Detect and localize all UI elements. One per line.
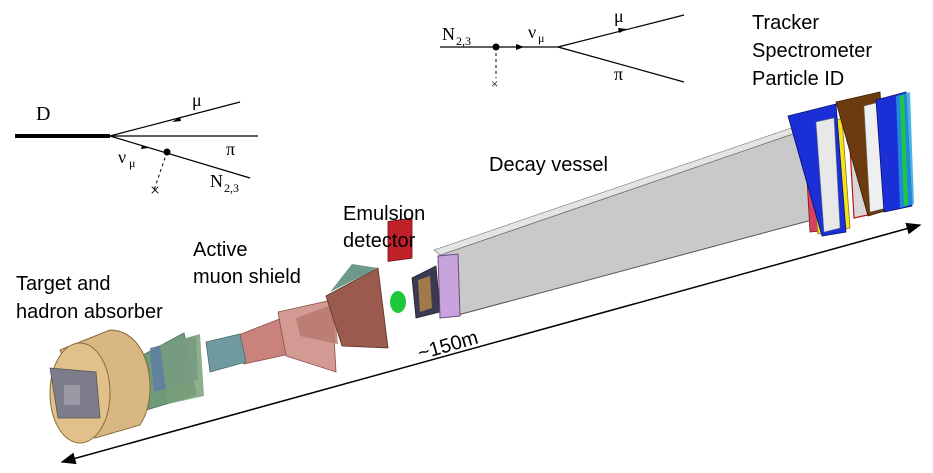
mu-arrow: [172, 117, 181, 122]
label-nu-sub: μ: [129, 156, 135, 170]
label-tracker-line2: Spectrometer: [752, 40, 872, 62]
label-mu: μ: [192, 90, 202, 110]
nu-arrow: [141, 145, 148, 149]
label-muon-shield-line2: muon shield: [193, 266, 301, 288]
label-tracker-line3: Particle ID: [752, 68, 844, 90]
label-muon-shield-line1: Active: [193, 239, 247, 261]
label-n-sub-top: 2,3: [456, 34, 471, 48]
decay-vessel: [433, 124, 813, 319]
label-decay-vessel: Decay vessel: [489, 154, 608, 176]
n-line: [109, 135, 251, 179]
label-nu-sub-top: μ: [538, 31, 544, 45]
pi-line-top: [557, 46, 685, 83]
label-n: N: [210, 171, 223, 191]
tracker-spectrometer-pid: [787, 91, 914, 237]
label-target-line1: Target and: [16, 273, 111, 295]
feynman-diagram-left: × D μ π ν μ N 2,3: [15, 90, 258, 200]
emulsion-detector: [325, 217, 441, 349]
label-target-line2: hadron absorber: [16, 301, 163, 323]
feynman-diagram-top: × N 2,3 ν μ μ π: [440, 6, 685, 91]
label-nu-top: ν: [528, 22, 536, 42]
distance-label: ~150m: [415, 327, 480, 365]
mu-arrow-top: [618, 28, 627, 33]
label-tracker-line1: Tracker: [752, 12, 819, 34]
label-d: D: [36, 103, 50, 125]
cross-mark: ×: [150, 180, 160, 200]
label-n-sub: 2,3: [224, 181, 239, 195]
target-absorber: [49, 329, 204, 444]
mixing-dashed-line: [153, 151, 168, 191]
label-mu-top: μ: [614, 6, 624, 26]
active-muon-shield: [205, 299, 338, 373]
label-pi-top: π: [614, 64, 623, 84]
n-arrow-top: [516, 44, 524, 50]
label-nu: ν: [118, 147, 126, 167]
label-n-top: N: [442, 24, 455, 44]
label-emulsion-line2: detector: [343, 230, 416, 252]
distance-arrow: [60, 222, 922, 465]
cross-mark-top: ×: [491, 76, 498, 91]
label-emulsion-line1: Emulsion: [343, 203, 425, 225]
label-pi: π: [226, 139, 235, 159]
mu-line: [109, 101, 241, 137]
